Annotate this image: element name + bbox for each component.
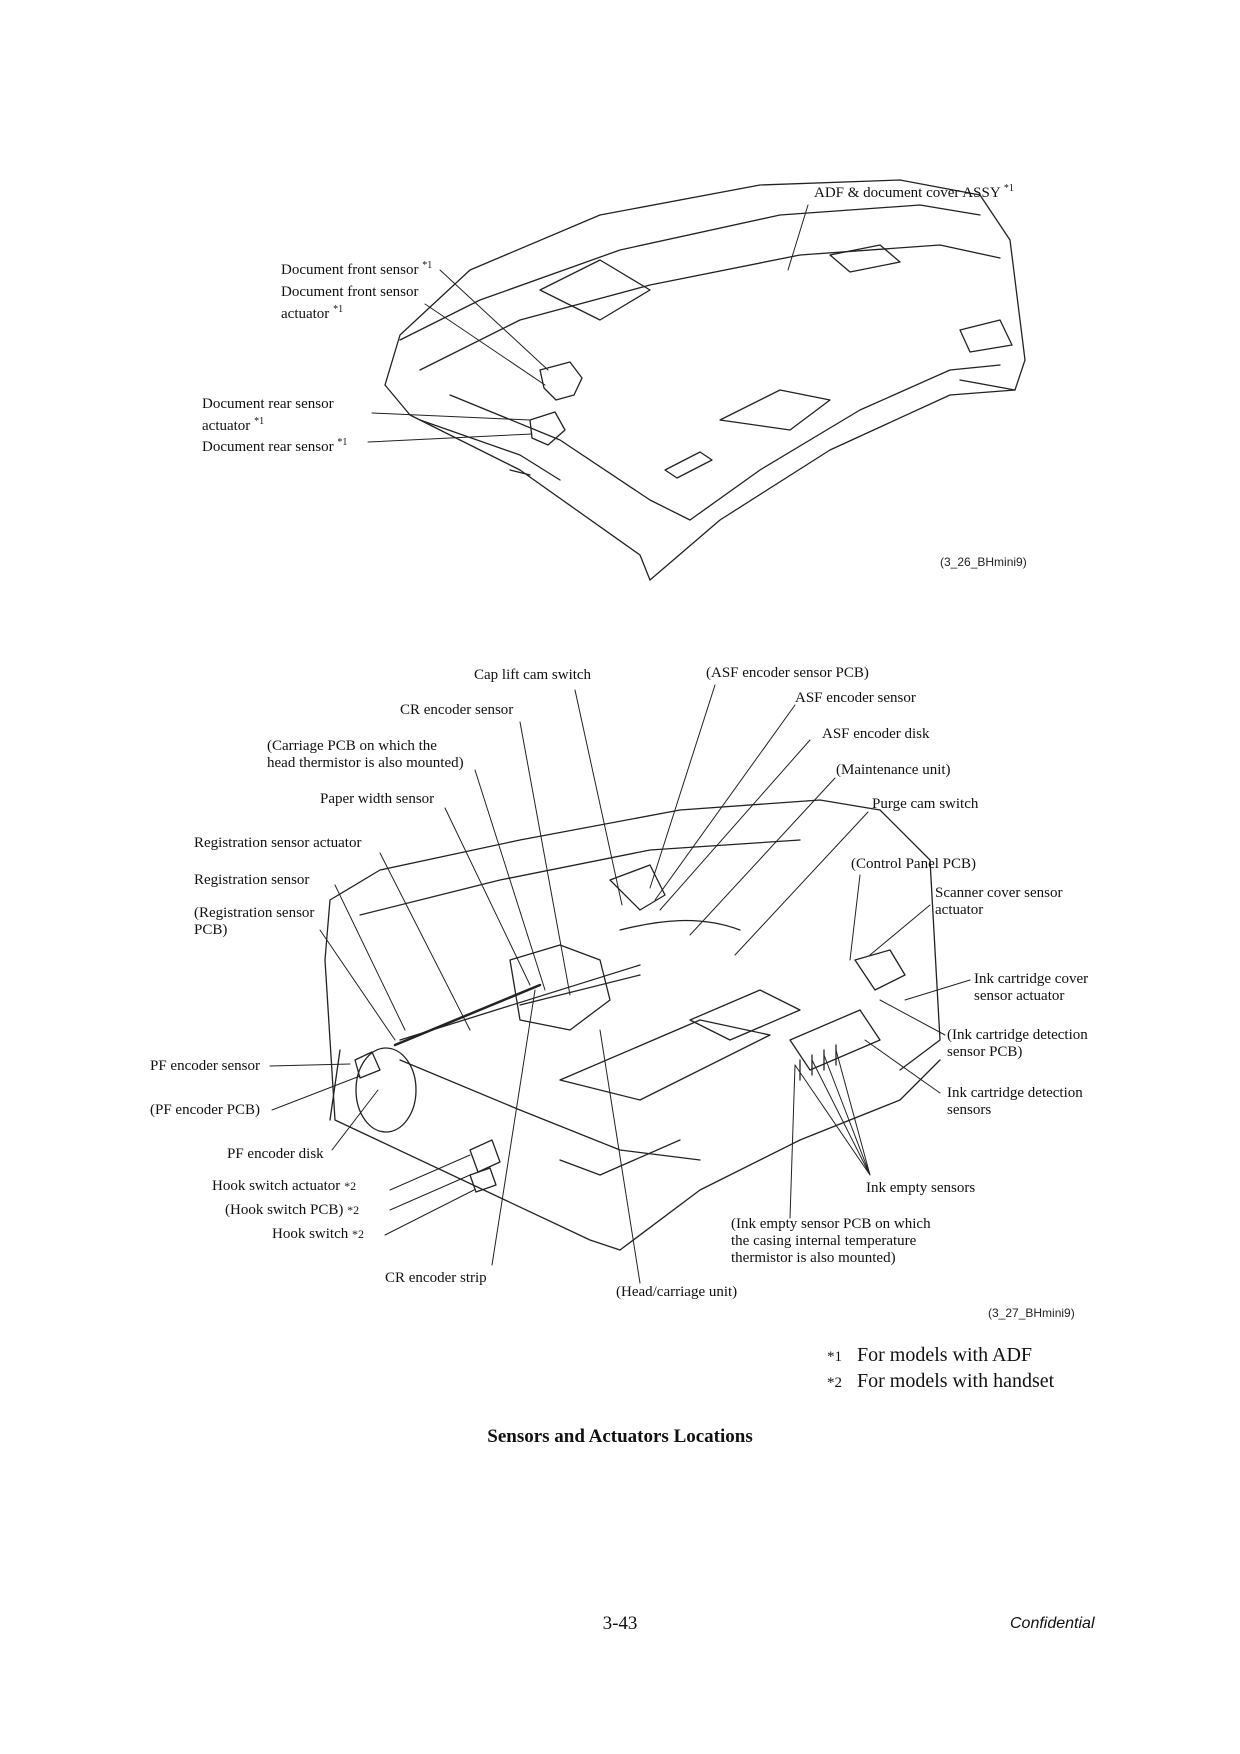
label-ink-detect-line1: Ink cartridge detection: [947, 1085, 1083, 1101]
label-cr-encoder-sensor: CR encoder sensor: [400, 702, 514, 718]
label-doc-front-actuator: Document front sensor actuator *1: [281, 284, 418, 323]
label-hook-switch: Hook switch *2: [272, 1226, 364, 1243]
label-doc-rear-actuator-line1: Document rear sensor: [202, 396, 334, 412]
main-unit-drawing: [324, 799, 941, 1251]
label-hook-pcb-text: (Hook switch PCB): [225, 1202, 344, 1218]
footnote-handset-key: *2: [827, 1375, 842, 1391]
label-hook-actuator-text: Hook switch actuator: [212, 1178, 341, 1194]
confidential-mark: Confidential: [1010, 1615, 1095, 1632]
label-asf-encoder-pcb: (ASF encoder sensor PCB): [706, 665, 869, 681]
footnote-mark-2: *2: [347, 1203, 360, 1217]
label-hook-switch-pcb: (Hook switch PCB) *2: [225, 1202, 359, 1219]
footnote-handset-text: For models with handset: [857, 1370, 1055, 1392]
label-cr-encoder-strip: CR encoder strip: [385, 1270, 487, 1286]
label-ink-detect-pcb-line2: sensor PCB): [947, 1044, 1023, 1060]
label-doc-rear-actuator: Document rear sensor actuator *1: [202, 396, 334, 435]
label-paper-width-sensor: Paper width sensor: [320, 791, 435, 807]
leader-lines: [269, 204, 971, 1284]
label-doc-front-sensor: Document front sensor *1: [281, 257, 432, 279]
figure1-reference: (3_26_BHmini9): [940, 555, 1027, 569]
label-doc-front-actuator-line2: actuator: [281, 306, 330, 322]
footnote-mark-1: *1: [1003, 183, 1014, 194]
label-reg-pcb-line1: (Registration sensor: [194, 905, 315, 921]
label-doc-rear-sensor: Document rear sensor *1: [202, 434, 347, 456]
label-ink-detect-line2: sensors: [947, 1102, 992, 1118]
footnote-mark-1: *1: [422, 260, 433, 271]
label-doc-front-sensor-text: Document front sensor: [281, 262, 419, 278]
footnote-adf: *1 For models with ADF: [827, 1342, 1032, 1370]
label-registration-sensor: Registration sensor: [194, 872, 310, 888]
label-ink-detect-pcb-line1: (Ink cartridge detection: [947, 1027, 1088, 1043]
footnote-adf-text: For models with ADF: [857, 1344, 1033, 1366]
footnote-mark-1: *1: [254, 416, 265, 427]
label-hook-switch-text: Hook switch: [272, 1226, 349, 1242]
label-scanner-cover-line1: Scanner cover sensor: [935, 885, 1063, 901]
adf-cover-drawing: [384, 179, 1026, 581]
label-carriage-pcb-line2: head thermistor is also mounted): [267, 755, 464, 771]
label-ink-empty-pcb-line2: the casing internal temperature: [731, 1233, 917, 1249]
label-ink-cover-line2: sensor actuator: [974, 988, 1065, 1004]
label-pf-encoder-disk: PF encoder disk: [227, 1146, 324, 1162]
label-asf-encoder-sensor: ASF encoder sensor: [795, 690, 916, 706]
label-adf-cover: ADF & document cover ASSY *1: [814, 180, 1014, 202]
label-head-carriage-unit: (Head/carriage unit): [616, 1284, 738, 1300]
footnote-mark-1: *1: [337, 437, 348, 448]
label-ink-empty-sensors: Ink empty sensors: [866, 1180, 976, 1196]
label-doc-rear-sensor-text: Document rear sensor: [202, 439, 334, 455]
label-pf-encoder-pcb: (PF encoder PCB): [150, 1102, 260, 1118]
figure2-reference: (3_27_BHmini9): [988, 1306, 1075, 1320]
label-maintenance-unit: (Maintenance unit): [836, 762, 951, 778]
label-scanner-cover-line2: actuator: [935, 902, 984, 918]
label-pf-encoder-sensor: PF encoder sensor: [150, 1058, 260, 1074]
label-ink-empty-pcb-line3: thermistor is also mounted): [731, 1250, 896, 1266]
label-hook-switch-actuator: Hook switch actuator *2: [212, 1178, 356, 1195]
label-ink-cover-line1: Ink cartridge cover: [974, 971, 1089, 987]
label-asf-encoder-disk: ASF encoder disk: [822, 726, 930, 742]
footnote-mark-2: *2: [344, 1179, 357, 1193]
figure-caption: Sensors and Actuators Locations: [487, 1426, 753, 1447]
label-registration-sensor-actuator: Registration sensor actuator: [194, 835, 362, 851]
footnote-mark-1: *1: [333, 304, 344, 315]
label-doc-front-actuator-line1: Document front sensor: [281, 284, 419, 300]
label-doc-rear-actuator-line2: actuator: [202, 418, 251, 434]
label-adf-cover-text: ADF & document cover ASSY: [814, 185, 1001, 201]
footnote-adf-key: *1: [827, 1349, 842, 1365]
footnote-mark-2: *2: [352, 1227, 364, 1241]
label-carriage-pcb-line1: (Carriage PCB on which the: [267, 738, 437, 754]
footnote-handset: *2 For models with handset: [827, 1368, 1054, 1396]
page-number: 3-43: [602, 1613, 638, 1634]
label-control-panel-pcb: (Control Panel PCB): [851, 856, 977, 872]
label-ink-empty-pcb-line1: (Ink empty sensor PCB on which: [731, 1216, 931, 1232]
label-purge-cam-switch: Purge cam switch: [872, 796, 979, 812]
label-cap-lift-cam-switch: Cap lift cam switch: [474, 667, 592, 683]
label-reg-pcb-line2: PCB): [194, 922, 228, 938]
